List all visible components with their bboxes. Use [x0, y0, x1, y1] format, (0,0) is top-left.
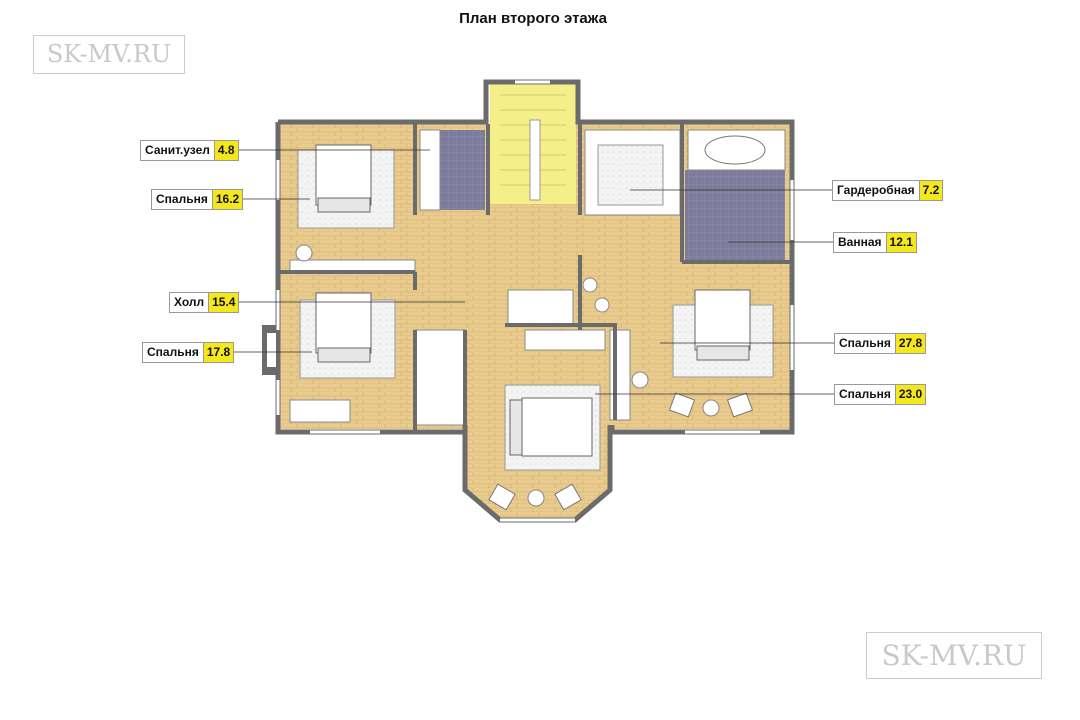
walls — [262, 79, 795, 523]
beds — [295, 144, 774, 511]
sofa — [507, 289, 574, 326]
plan-title: План второго этажа — [459, 10, 607, 27]
watermark-top: SK-MV.RU — [33, 35, 185, 74]
leader-lines — [231, 149, 834, 395]
bathtub — [704, 135, 766, 165]
bathroom-tiles — [685, 170, 785, 260]
windows — [276, 80, 794, 522]
wc-tiles — [440, 130, 485, 210]
watermark-bottom: SK-MV.RU — [866, 632, 1042, 679]
